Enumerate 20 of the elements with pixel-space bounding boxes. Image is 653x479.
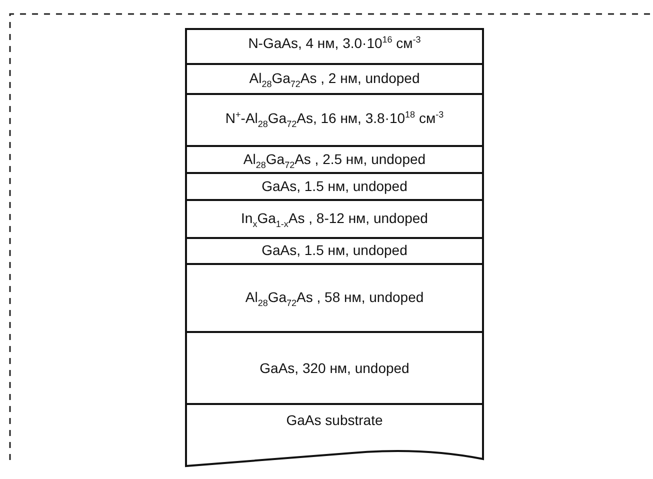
layer-label: GaAs, 320 нм, undoped: [260, 360, 410, 378]
layer-label: Al$_{28}$Ga$_{72}$As , 2 нм, undoped: [249, 70, 420, 91]
layer-box: [186, 64, 483, 94]
layer-label: In$_{x}$Ga$_{1-x}$As , 8-12 нм, undoped: [241, 210, 428, 231]
layer-box: [186, 332, 483, 404]
layer-box: [186, 29, 483, 64]
layer-label: Al$_{28}$Ga$_{72}$As , 58 нм, undoped: [245, 289, 424, 310]
layer-label: GaAs substrate: [286, 412, 383, 430]
layer-label: GaAs, 1.5 нм, undoped: [262, 178, 408, 196]
layer-box: [186, 173, 483, 200]
layer-label: N-GaAs, 4 нм, 3.0·10$^{16}$ см$^{-3}$: [248, 35, 421, 53]
layer-label: GaAs, 1.5 нм, undoped: [262, 242, 408, 260]
layer-box: [186, 238, 483, 264]
layer-box: [186, 200, 483, 238]
layer-label: N$^{+}$-Al$_{28}$Ga$_{72}$As, 16 нм, 3.8·10$^{18}$ см$^{-3}$: [225, 110, 444, 131]
layer-box: [186, 264, 483, 332]
layer-label: Al$_{28}$Ga$_{72}$As , 2.5 нм, undoped: [243, 151, 426, 172]
layer-box: [186, 146, 483, 173]
layer-box: [186, 94, 483, 146]
substrate-layer: [186, 404, 483, 466]
